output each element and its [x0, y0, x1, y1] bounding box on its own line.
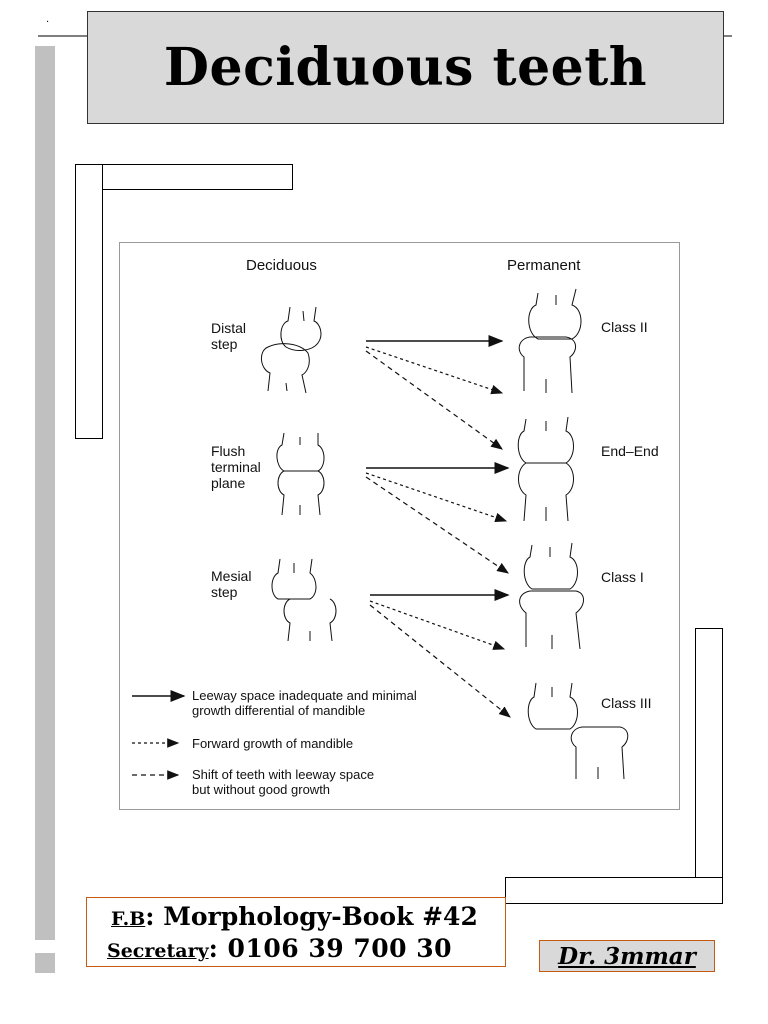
arrow-dashed-flush: [365, 476, 509, 574]
stage-label-line: step: [211, 584, 238, 600]
tooth-pair-class-ii: [518, 288, 582, 394]
stage-label-line: Distal: [211, 320, 246, 336]
permanent-teeth-drawings: [517, 288, 629, 780]
left-margin-bar: [35, 46, 55, 940]
stage-label-line: Mesial: [211, 568, 251, 584]
corner-frame-top-bar: [75, 164, 293, 190]
page-title: Deciduous teeth: [163, 37, 648, 98]
deciduous-teeth-drawings: [261, 306, 337, 642]
header-deciduous: Deciduous: [246, 257, 317, 274]
fb-value: : Morphology-Book #42: [145, 902, 478, 931]
secretary-label: Secretary: [107, 940, 209, 962]
arrow-dashed-distal: [365, 350, 503, 450]
tooth-pair-flush: [276, 432, 325, 516]
stage-label-line: Flush: [211, 443, 245, 459]
stage-flush-terminal-plane: Flush terminal plane: [211, 443, 261, 491]
corner-frame-joint-2: [697, 878, 722, 902]
class-label-end-end: End–End: [601, 443, 659, 459]
author-name: Dr. 3mmar: [558, 942, 696, 970]
secretary-value: : 0106 39 700 30: [208, 934, 453, 963]
stage-label-line: terminal: [211, 459, 261, 475]
title-banner: Deciduous teeth: [87, 11, 724, 124]
tooth-pair-class-iii: [527, 682, 629, 780]
arrow-dotted-distal: [365, 346, 504, 395]
legend-label: Forward growth of mandible: [192, 736, 353, 751]
footer-contact-box: F.B: Morphology-Book #42 Secretary: 0106…: [86, 897, 506, 967]
tooth-pair-mesial-step: [271, 558, 337, 642]
figure-legend: Leeway space inadequate and minimal grow…: [132, 688, 417, 797]
secretary-line: Secretary: 0106 39 700 30: [107, 934, 452, 963]
occlusion-figure: Deciduous Permanent Distal step Flush te…: [119, 242, 680, 810]
corner-frame-joint: [76, 165, 101, 188]
stage-label-line: plane: [211, 475, 245, 491]
stage-mesial-step: Mesial step: [211, 568, 251, 600]
tooth-pair-distal-step: [261, 306, 322, 394]
class-label-class-iii: Class III: [601, 695, 652, 711]
arrow-dotted-flush: [365, 472, 508, 523]
arrow-dotted-mesial: [369, 600, 506, 650]
legend-label: growth differential of mandible: [192, 703, 365, 718]
class-label-class-ii: Class II: [601, 319, 648, 335]
transition-arrows: [365, 335, 511, 718]
occlusion-diagram: Deciduous Permanent Distal step Flush te…: [132, 257, 659, 797]
page-marker: .: [46, 14, 50, 25]
arrow-dashed-mesial: [369, 604, 511, 718]
tooth-pair-class-i: [519, 542, 584, 650]
stage-label-line: step: [211, 336, 238, 352]
corner-frame-right-bar: [695, 628, 723, 904]
author-badge: Dr. 3mmar: [539, 940, 715, 972]
header-permanent: Permanent: [507, 257, 581, 274]
left-margin-bar-stub: [35, 953, 55, 973]
tooth-pair-end-end: [517, 416, 574, 522]
corner-frame-bottom-bar: [505, 877, 723, 904]
legend-label: Shift of teeth with leeway space: [192, 767, 374, 782]
fb-line: F.B: Morphology-Book #42: [111, 902, 478, 931]
fb-label: F.B: [111, 908, 146, 930]
legend-label: Leeway space inadequate and minimal: [192, 688, 417, 703]
legend-label: but without good growth: [192, 782, 330, 797]
corner-frame-left-bar: [75, 164, 103, 439]
class-label-class-i: Class I: [601, 569, 644, 585]
stage-distal-step: Distal step: [211, 320, 246, 352]
